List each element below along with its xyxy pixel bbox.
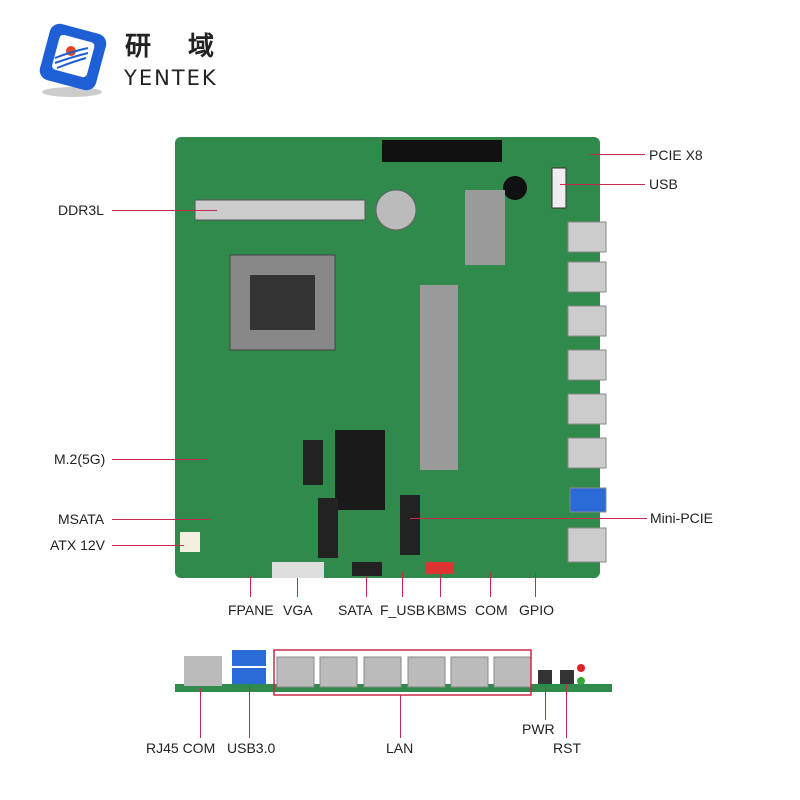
label-ddr3l: DDR3L (58, 202, 104, 218)
leader-line (400, 695, 401, 738)
heatsink (420, 285, 458, 470)
leader-line (566, 685, 567, 738)
label-pwr: PWR (522, 721, 555, 737)
leader-line (112, 459, 207, 460)
leader-line (545, 685, 546, 720)
leader-line (249, 685, 250, 738)
usb3-port (232, 650, 266, 666)
leader-line (410, 518, 647, 519)
heatsink (335, 430, 385, 510)
usb3-port (232, 668, 266, 684)
leader-line (112, 545, 184, 546)
mini-pcie-slot (400, 495, 420, 555)
logo-mark (39, 23, 107, 97)
leader-line (366, 576, 367, 597)
label-f-usb: F_USB (380, 602, 426, 618)
rj45-com-port (184, 656, 222, 686)
motherboard-io-view (175, 649, 612, 696)
lan-highlight-box (273, 649, 532, 696)
power-button (538, 670, 552, 684)
label-m2: M.2(5G) (54, 451, 106, 467)
atx-power (180, 532, 200, 552)
heatsink (465, 190, 505, 265)
m2-slot (303, 440, 323, 485)
label-usb: USB (649, 176, 678, 192)
msata-slot (318, 498, 338, 558)
label-kbms: KBMS (427, 602, 467, 618)
lan-ports (276, 656, 532, 688)
leader-line (297, 578, 298, 597)
label-usb3: USB3.0 (227, 740, 276, 756)
kbms-header (426, 562, 454, 574)
pcie-slot (382, 140, 502, 162)
label-fpane: FPANE (228, 602, 274, 618)
label-lan: LAN (386, 740, 414, 756)
label-rj45-com: RJ45 COM (146, 740, 216, 756)
leader-line (402, 572, 403, 597)
label-mini-pcie: Mini-PCIE (650, 510, 714, 526)
leader-line (490, 572, 491, 597)
label-rst: RST (553, 740, 581, 756)
label-pcie-x8: PCIE X8 (649, 147, 703, 163)
label-atx-12v: ATX 12V (50, 537, 105, 553)
ddr3l-slot (194, 199, 366, 221)
motherboard-top-view (175, 137, 607, 578)
leader-line (200, 688, 201, 738)
label-msata: MSATA (58, 511, 105, 527)
reset-button (560, 670, 574, 684)
leader-line (112, 210, 217, 211)
label-gpio: GPIO (519, 602, 555, 618)
leader-line (560, 184, 645, 185)
leader-line (440, 574, 441, 597)
vga-connector (272, 562, 324, 578)
leader-line (535, 572, 536, 597)
cmos-battery (375, 189, 417, 231)
sata-connector (352, 562, 382, 576)
logo-english-text: YENTEK (124, 66, 218, 90)
label-sata: SATA (338, 602, 373, 618)
leader-line (250, 575, 251, 597)
label-com: COM (475, 602, 508, 618)
label-vga: VGA (283, 602, 313, 618)
leader-line (590, 154, 645, 155)
usb-header (551, 167, 567, 209)
leader-line (112, 519, 210, 520)
logo-chinese-text: 研 域 (125, 32, 229, 62)
